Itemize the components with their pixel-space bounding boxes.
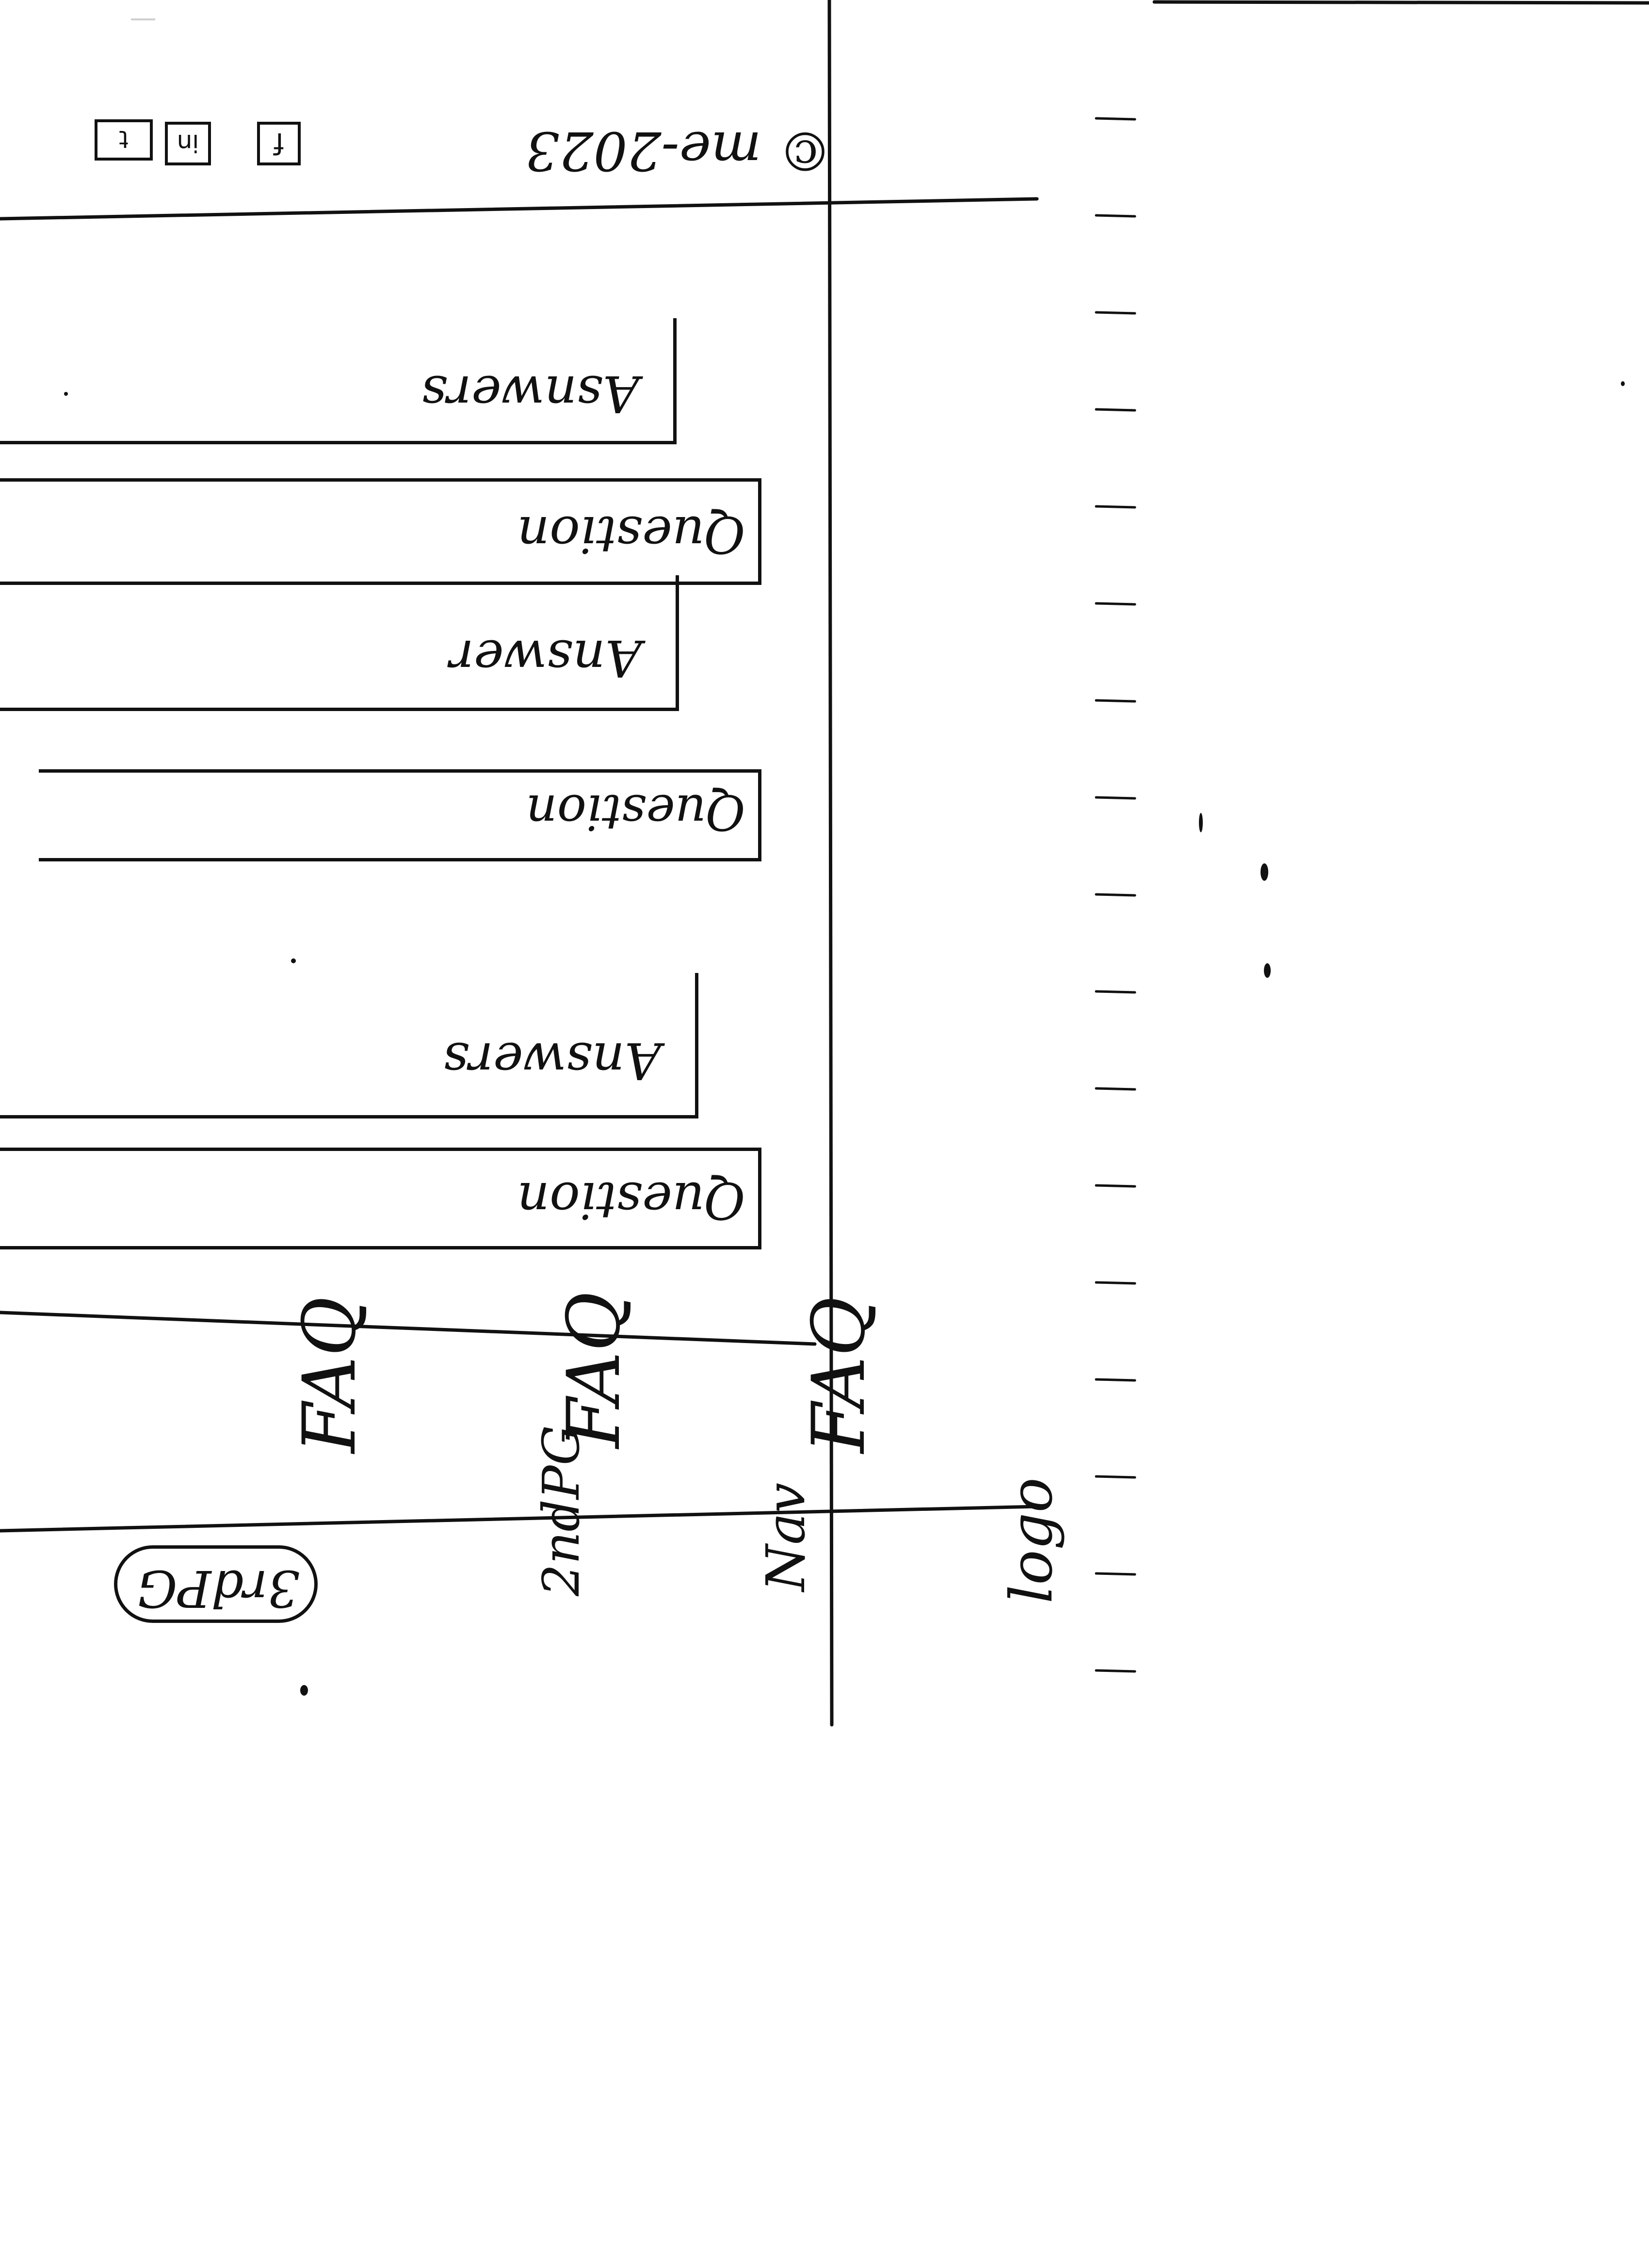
- twitter-glyph: t: [119, 125, 129, 153]
- answer-box: Answers: [0, 973, 698, 1118]
- question-label: Question: [517, 1171, 746, 1230]
- question-box[interactable]: Question: [39, 769, 761, 861]
- answer-label: Answers: [443, 1031, 661, 1090]
- linkedin-icon[interactable]: in: [165, 122, 211, 165]
- answer-box: Asnwers: [0, 318, 677, 444]
- logo[interactable]: logo: [998, 1477, 1066, 1604]
- ink-spot: [300, 1685, 308, 1696]
- tab-faq[interactable]: FAQ: [288, 1296, 372, 1453]
- active-nav-label: 3rdPG: [137, 1559, 300, 1618]
- ink-spot: [1621, 381, 1625, 386]
- twitter-icon[interactable]: t: [95, 119, 153, 161]
- question-label: Question: [517, 505, 746, 564]
- nav-item[interactable]: Nav: [755, 1483, 817, 1591]
- question-label: Question: [526, 784, 746, 841]
- answer-label: Answer: [450, 629, 642, 688]
- copyright-text: © me-2023: [525, 120, 832, 182]
- facebook-glyph: f: [274, 126, 284, 160]
- ruler-marks: [1095, 117, 1136, 1673]
- tab-faq[interactable]: FAQ: [797, 1296, 881, 1453]
- ink-spot: [1261, 863, 1268, 881]
- ink-spot: [64, 392, 68, 396]
- facebook-icon[interactable]: f: [257, 122, 301, 165]
- ink-spot: [1264, 963, 1271, 978]
- linkedin-glyph: in: [177, 129, 199, 157]
- question-box[interactable]: Question: [0, 1148, 761, 1249]
- answer-label: Asnwers: [421, 364, 639, 423]
- ink-spot: [291, 958, 296, 963]
- question-box[interactable]: Question: [0, 478, 761, 585]
- answer-box: Answer: [0, 575, 679, 711]
- ink-spot: [1199, 813, 1203, 832]
- active-nav-pill[interactable]: 3rdPG: [114, 1545, 318, 1623]
- tab-faq[interactable]: FAQ: [552, 1292, 636, 1448]
- nav-item[interactable]: 2ndPG: [532, 1425, 591, 1596]
